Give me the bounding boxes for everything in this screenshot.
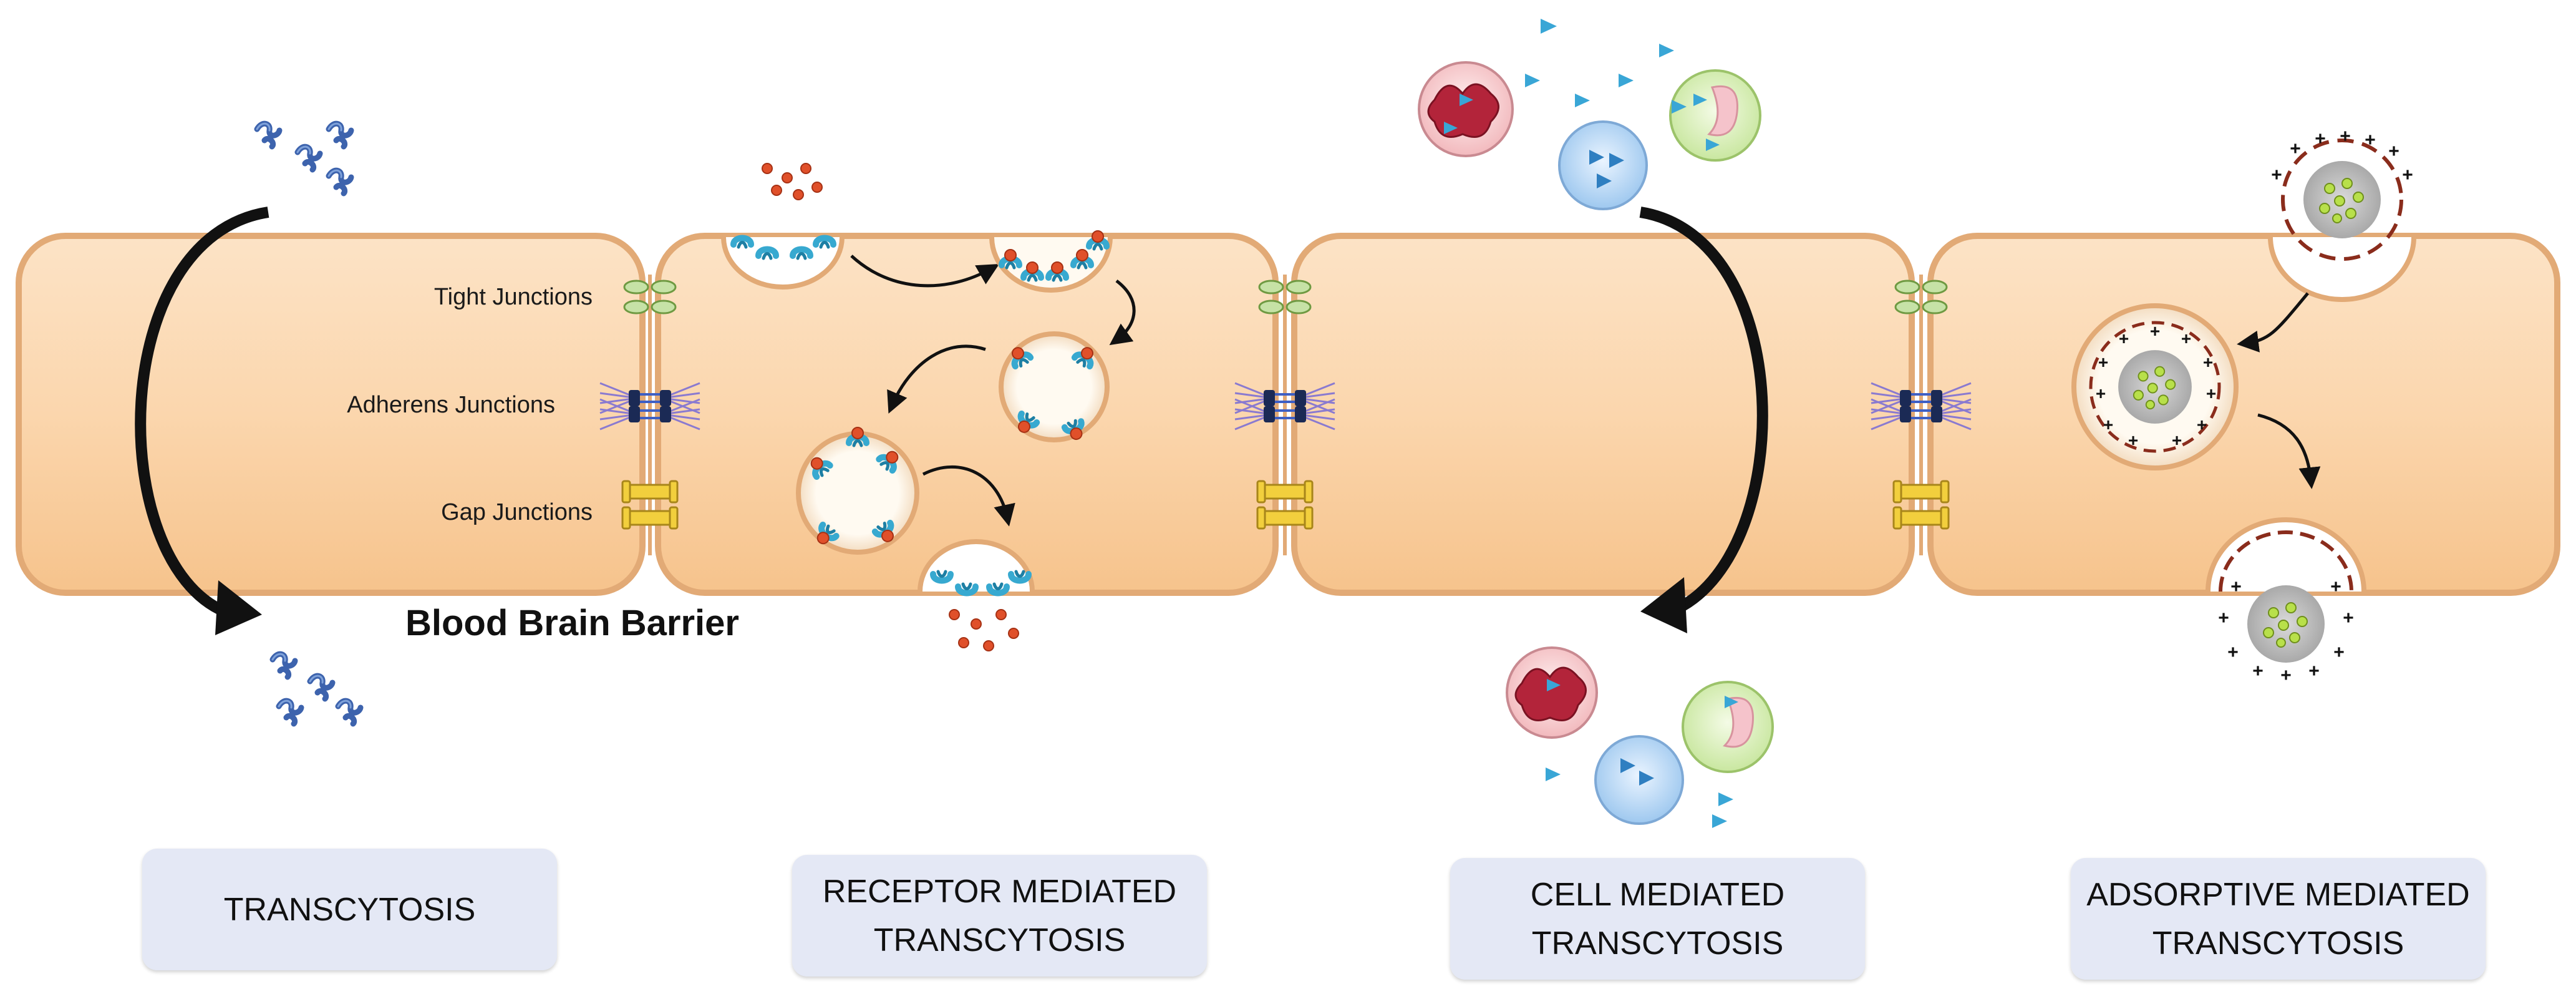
svg-text:+: + — [2365, 130, 2376, 150]
leukocytes-bottom — [1506, 646, 1774, 825]
svg-text:+: + — [2206, 384, 2216, 403]
junction-column-3 — [1870, 275, 1972, 555]
drug-molecules-bottom — [273, 654, 361, 724]
svg-text:+: + — [2402, 165, 2413, 185]
svg-text:+: + — [2280, 665, 2292, 686]
svg-text:+: + — [2103, 415, 2113, 434]
svg-text:+: + — [2181, 329, 2191, 348]
monocyte-cell — [1682, 681, 1774, 773]
monocyte-cell — [1669, 69, 1761, 162]
free-ligands — [762, 163, 823, 200]
svg-text:+: + — [2096, 384, 2106, 403]
junction-column-1 — [599, 275, 701, 555]
receptor-mediated-transcytosis-label: RECEPTOR MEDIATED TRANSCYTOSIS — [822, 873, 1177, 958]
lymphocyte-cell — [1594, 735, 1684, 825]
leukocytes-top — [1418, 61, 1761, 210]
drug-molecules-top — [257, 124, 351, 193]
svg-text:+: + — [2203, 353, 2213, 372]
neutrophil-cell — [1506, 646, 1598, 739]
adsorptive-vesicle: + + + + + + + + + + + — [2071, 303, 2239, 470]
released-ligands — [949, 609, 1019, 651]
svg-text:+: + — [2227, 642, 2239, 663]
svg-text:+: + — [2098, 353, 2108, 372]
svg-text:+: + — [2333, 642, 2345, 663]
blood-brain-barrier-label: Blood Brain Barrier — [405, 603, 739, 643]
endothelial-cell-1 — [16, 233, 646, 596]
svg-text:+: + — [2128, 431, 2138, 450]
endocytic-vesicle-2 — [796, 427, 919, 555]
cell-mediated-arrow — [1639, 207, 1768, 633]
adsorptive-mediated-transcytosis-label: ADSORPTIVE MEDIATED TRANSCYTOSIS — [2086, 876, 2470, 962]
cell-mediated-transcytosis-box: CELL MEDIATED TRANSCYTOSIS — [1450, 858, 1865, 980]
endothelial-cell-4 — [1927, 233, 2560, 596]
gap-junctions-label: Gap Junctions — [441, 499, 593, 525]
svg-text:+: + — [2197, 415, 2207, 434]
neutrophil-cell — [1418, 61, 1514, 157]
svg-text:+: + — [2308, 661, 2320, 681]
svg-text:+: + — [2252, 661, 2264, 681]
endothelial-cell-3 — [1291, 233, 1915, 596]
svg-text:+: + — [2388, 141, 2399, 162]
adherens-junctions-label: Adherens Junctions — [347, 392, 555, 418]
junction-column-2 — [1234, 275, 1336, 555]
lymphocyte-cell — [1558, 120, 1648, 210]
cell-mediated-transcytosis-label: CELL MEDIATED TRANSCYTOSIS — [1530, 876, 1785, 962]
free-drug-triangles-bottom — [1546, 767, 1733, 828]
cationic-nanoparticle-bottom: +++ +++ +++ — [2218, 530, 2354, 686]
endocytic-vesicle-1 — [999, 331, 1110, 442]
svg-text:+: + — [2330, 577, 2341, 597]
svg-text:+: + — [2343, 608, 2354, 628]
transcytosis-label: TRANSCYTOSIS — [223, 891, 476, 928]
cationic-nanoparticle-top: +++ +++ + — [2271, 126, 2413, 261]
svg-text:+: + — [2290, 139, 2301, 159]
svg-text:+: + — [2218, 608, 2229, 628]
adsorptive-mediated-transcytosis-box: ADSORPTIVE MEDIATED TRANSCYTOSIS — [2071, 858, 2486, 980]
tight-junctions-label: Tight Junctions — [433, 284, 593, 310]
svg-text:+: + — [2172, 431, 2182, 450]
svg-text:+: + — [2340, 126, 2351, 147]
free-drug-triangles-top — [1525, 19, 1687, 114]
svg-text:+: + — [2230, 577, 2242, 597]
transcytosis-box: TRANSCYTOSIS — [142, 849, 557, 970]
budding-vesicle — [989, 231, 1113, 293]
svg-text:+: + — [2271, 165, 2282, 185]
svg-text:+: + — [2315, 129, 2326, 149]
transcytosis-arrow — [135, 207, 269, 635]
svg-text:+: + — [2150, 321, 2160, 341]
svg-text:+: + — [2119, 329, 2129, 348]
receptor-mediated-transcytosis-box: RECEPTOR MEDIATED TRANSCYTOSIS — [792, 855, 1207, 977]
endothelial-cell-2 — [655, 233, 1279, 596]
